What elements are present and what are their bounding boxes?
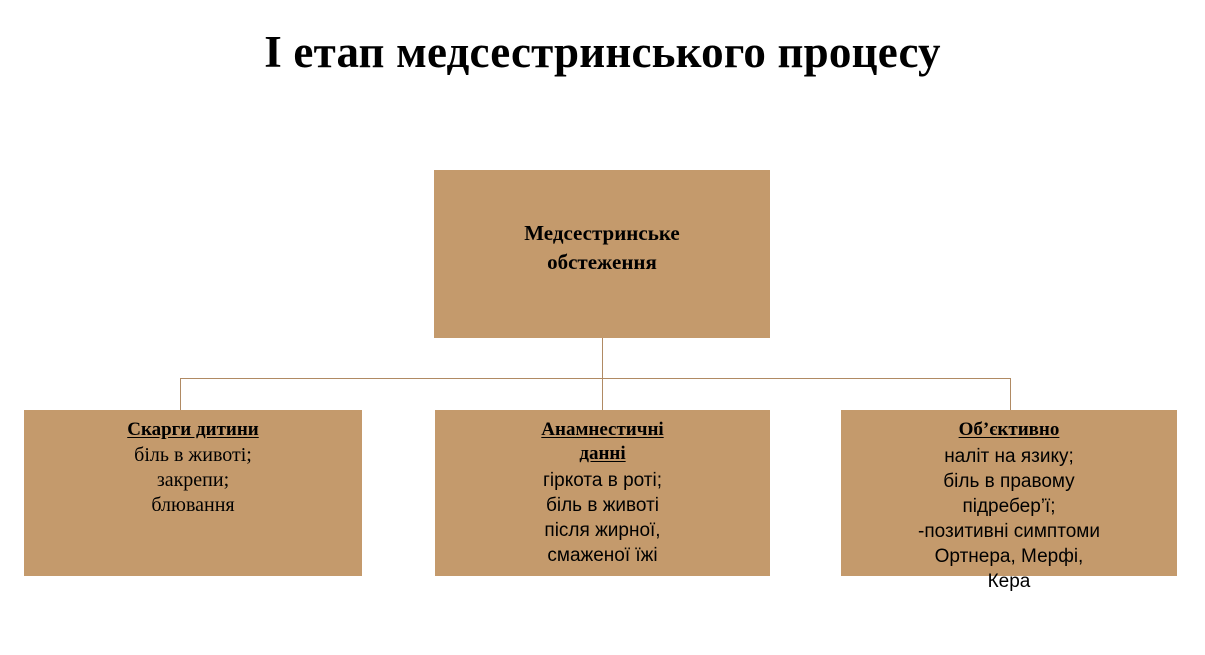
diagram-node-objective-title: Об’єктивно	[958, 419, 1060, 440]
diagram-node-root-title: Медсестринське обстеження	[524, 221, 680, 274]
connector-root-stem	[602, 338, 603, 379]
diagram-node-anamnesis-title: Анамнестичні данні	[541, 419, 664, 464]
connector-drop-center	[602, 378, 603, 410]
diagram-node-objective-body: наліт на язику; біль в правому підребер’…	[918, 446, 1100, 592]
diagram-node-complaints-body: біль в животі; закрепи; блювання	[134, 444, 252, 516]
diagram-node-objective: Об’єктивно наліт на язику; біль в правом…	[841, 410, 1177, 592]
diagram-node-complaints-title: Скарги дитини	[127, 419, 259, 440]
diagram-node-anamnesis: Анамнестичні данні гіркота в роті; біль …	[435, 410, 770, 576]
connector-drop-right	[1010, 378, 1011, 410]
connector-horizontal-bus	[180, 378, 1011, 379]
diagram-node-anamnesis-body: гіркота в роті; біль в животі після жирн…	[542, 470, 663, 566]
diagram-node-complaints: Скарги дитини біль в животі; закрепи; бл…	[24, 410, 362, 576]
page-title: І етап медсестринського процесу	[264, 27, 941, 77]
diagram-node-root: Медсестринське обстеження	[434, 170, 770, 338]
connector-drop-left	[180, 378, 181, 410]
